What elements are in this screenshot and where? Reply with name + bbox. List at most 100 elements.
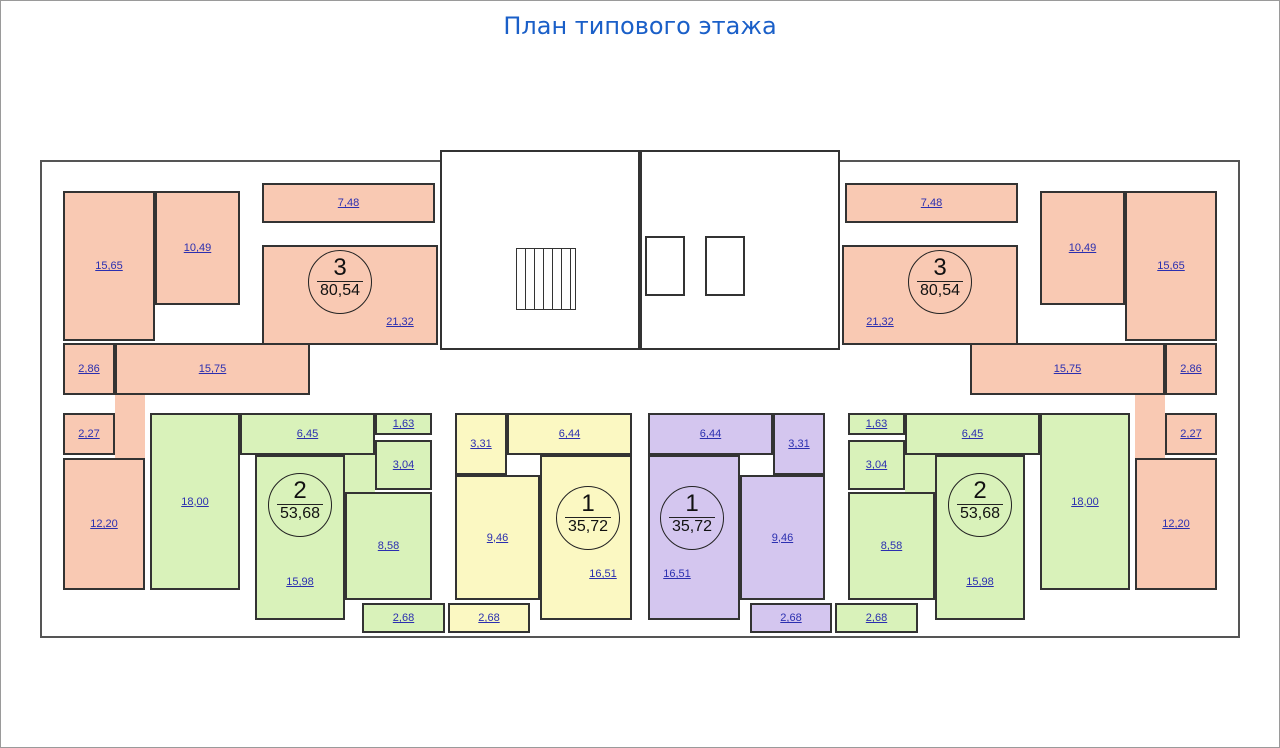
apartment-rooms-count: 3 <box>333 254 347 281</box>
apartment-total-area: 53,68 <box>957 504 1003 523</box>
room-area-label: 6,44 <box>699 428 722 440</box>
room-area-label: 16,51 <box>663 568 691 580</box>
room-left-3 <box>262 183 435 223</box>
room-right-2 <box>1040 413 1130 590</box>
room-area-label: 2,27 <box>78 428 100 440</box>
room-right-1 <box>648 413 773 455</box>
apartment-rooms-count: 3 <box>933 254 947 281</box>
room-area-label: 18,00 <box>181 495 209 508</box>
room-left-1 <box>455 475 540 600</box>
room-area-label: 15,98 <box>966 576 994 588</box>
room-right-3 <box>1165 343 1217 395</box>
room-right-3 <box>1135 458 1217 590</box>
room-area-label: 15,65 <box>1157 260 1185 272</box>
room-area-label: 2,86 <box>78 363 100 375</box>
apartment-total-area: 80,54 <box>317 281 363 300</box>
room-area-label: 3,31 <box>470 438 492 450</box>
apartment-total-area: 35,72 <box>565 517 611 536</box>
room-area-label: 2,68 <box>780 612 802 624</box>
hallway <box>905 455 935 492</box>
hallway <box>115 395 145 458</box>
room-area-label: 21,32 <box>866 316 894 328</box>
room-right-1 <box>773 413 825 475</box>
apartment-rooms-count: 1 <box>581 490 595 517</box>
room-area-label: 10,49 <box>1068 242 1097 254</box>
hallway <box>1135 395 1165 458</box>
room-left-3 <box>63 191 155 341</box>
apartment-rooms-count: 1 <box>685 490 699 517</box>
room-right-1 <box>740 475 825 600</box>
room-area-label: 1,63 <box>392 418 415 430</box>
room-area-label: 6,45 <box>961 428 984 440</box>
room-left-3 <box>63 413 115 455</box>
room-right-2 <box>835 603 918 633</box>
room-left-2 <box>375 440 432 490</box>
apartment-total-area: 53,68 <box>277 504 323 523</box>
room-area-label: 2,68 <box>478 612 500 624</box>
room-right-2 <box>905 413 1040 455</box>
room-area-label: 12,20 <box>1162 518 1190 530</box>
room-right-2 <box>848 413 905 435</box>
elevator-shaft <box>645 236 685 296</box>
room-area-label: 3,31 <box>788 438 810 450</box>
room-area-label: 16,51 <box>589 568 617 580</box>
room-area-label: 21,32 <box>386 316 414 328</box>
room-left-3 <box>63 343 115 395</box>
room-right-3 <box>970 343 1165 395</box>
room-right-3 <box>1165 413 1217 455</box>
room-area-label: 2,68 <box>392 612 415 624</box>
room-area-label: 8,58 <box>880 540 903 552</box>
room-left-1 <box>507 413 632 455</box>
room-area-label: 2,27 <box>1180 428 1202 440</box>
apartment-total-area: 80,54 <box>917 281 963 300</box>
room-area-label: 10,49 <box>183 242 212 254</box>
room-area-label: 15,75 <box>198 363 227 375</box>
room-right-2 <box>848 492 935 600</box>
room-right-3 <box>845 183 1018 223</box>
room-left-3 <box>115 343 310 395</box>
room-area-label: 3,04 <box>865 459 888 471</box>
apartment-rooms-count: 2 <box>293 477 307 504</box>
room-area-label: 9,46 <box>486 531 509 544</box>
room-area-label: 1,63 <box>865 418 888 430</box>
room-left-2 <box>150 413 240 590</box>
room-left-2 <box>240 413 375 455</box>
room-area-label: 9,46 <box>771 531 794 544</box>
page-title: План типового этажа <box>503 12 777 40</box>
hallway <box>345 455 375 492</box>
room-left-1 <box>455 413 507 475</box>
room-left-3 <box>155 191 240 305</box>
room-area-label: 2,86 <box>1180 363 1202 375</box>
room-right-3 <box>1040 191 1125 305</box>
room-area-label: 2,68 <box>865 612 888 624</box>
room-area-label: 7,48 <box>337 197 360 209</box>
room-left-2 <box>362 603 445 633</box>
apartment-total-area: 35,72 <box>669 517 715 536</box>
room-left-1 <box>448 603 530 633</box>
room-area-label: 15,98 <box>286 576 314 588</box>
room-left-3 <box>63 458 145 590</box>
room-area-label: 6,44 <box>558 428 581 440</box>
elevator-shaft <box>705 236 745 296</box>
room-area-label: 7,48 <box>920 197 943 209</box>
room-area-label: 18,00 <box>1071 495 1099 508</box>
room-left-2 <box>345 492 432 600</box>
staircase <box>516 248 576 310</box>
room-left-2 <box>255 455 345 620</box>
room-right-3 <box>1125 191 1217 341</box>
apartment-rooms-count: 2 <box>973 477 987 504</box>
room-area-label: 3,04 <box>392 459 415 471</box>
room-area-label: 15,75 <box>1053 363 1082 375</box>
room-area-label: 12,20 <box>90 518 118 530</box>
room-area-label: 6,45 <box>296 428 319 440</box>
room-right-2 <box>848 440 905 490</box>
room-right-1 <box>750 603 832 633</box>
room-left-2 <box>375 413 432 435</box>
room-area-label: 8,58 <box>377 540 400 552</box>
room-area-label: 15,65 <box>95 260 123 272</box>
